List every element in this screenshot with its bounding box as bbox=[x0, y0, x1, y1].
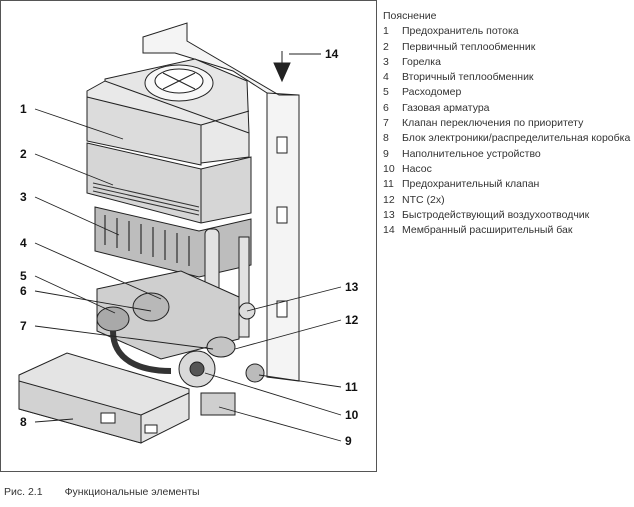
electronics-box-front bbox=[18, 380, 142, 444]
box-slot bbox=[100, 412, 116, 424]
callout-3: 3 bbox=[20, 190, 27, 204]
callout-10: 10 bbox=[345, 408, 359, 422]
pump-hub bbox=[189, 361, 205, 377]
legend-item-number: 3 bbox=[383, 55, 389, 68]
box-slot bbox=[144, 424, 158, 434]
legend-item-text: Насос bbox=[402, 162, 432, 175]
leader-lines bbox=[34, 53, 342, 442]
legend-item-text: Наполнительное устройство bbox=[402, 147, 541, 160]
safety-valve bbox=[245, 363, 265, 383]
figure-title: Функциональные элементы bbox=[64, 486, 200, 498]
callout-12: 12 bbox=[345, 313, 359, 327]
legend-item-text: Горелка bbox=[402, 55, 441, 68]
priority-valve bbox=[206, 336, 236, 358]
legend-item: 2 Первичный теплообменник bbox=[383, 40, 631, 55]
legend-item-number: 4 bbox=[383, 71, 389, 84]
legend-item-text: Предохранитель потока bbox=[402, 25, 519, 38]
legend-item-text: Мембранный расширительный бак bbox=[402, 224, 573, 237]
rear-frame bbox=[142, 22, 300, 382]
legend-item: 8 Блок электроники/распределительная коро… bbox=[383, 131, 631, 146]
legend-item: 3 Горелка bbox=[383, 55, 631, 70]
legend-item: 9 Наполнительное устройство bbox=[383, 147, 631, 162]
figure-number: Рис. 2.1 bbox=[4, 486, 43, 498]
legend-item-number: 14 bbox=[383, 224, 395, 237]
legend-item-text: Газовая арматура bbox=[402, 101, 490, 114]
legend-item-number: 10 bbox=[383, 162, 395, 175]
legend-item-number: 13 bbox=[383, 208, 395, 221]
legend-item: 13 Быстродействующий воздухоотводчик bbox=[383, 208, 631, 223]
legend-item-text: Первичный теплообменник bbox=[402, 40, 536, 53]
legend-item-number: 6 bbox=[383, 101, 389, 114]
legend-item-text: Быстродействующий воздухоотводчик bbox=[402, 208, 590, 221]
boiler-drawing bbox=[18, 22, 342, 444]
callout-1: 1 bbox=[20, 102, 27, 116]
legend-item: 14 Мембранный расширительный бак bbox=[383, 223, 631, 238]
exchanger-fins bbox=[92, 182, 200, 216]
legend: Пояснение 1 Предохранитель потока 2 Первичн… bbox=[383, 9, 631, 238]
legend-title: Пояснение bbox=[383, 10, 437, 22]
callout-8: 8 bbox=[20, 415, 27, 429]
secondary-heat-exchanger bbox=[96, 270, 240, 360]
legend-item: 4 Вторичный теплообменник bbox=[383, 70, 631, 85]
figure-caption: Рис. 2.1 Функциональные элементы bbox=[4, 486, 200, 498]
legend-item: 10 Насос bbox=[383, 162, 631, 177]
legend-item-text: Блок электроники/распределительная короб… bbox=[402, 132, 631, 145]
legend-item-number: 2 bbox=[383, 40, 389, 53]
diagram-frame: 1 2 3 4 5 6 7 8 9 10 11 12 13 14 bbox=[0, 0, 377, 472]
legend-item-text: Вторичный теплообменник bbox=[402, 71, 534, 84]
legend-item: 1 Предохранитель потока bbox=[383, 24, 631, 39]
legend-item: 5 Расходомер bbox=[383, 85, 631, 100]
legend-item-text: Клапан переключения по приоритету bbox=[402, 117, 584, 130]
callout-7: 7 bbox=[20, 319, 27, 333]
legend-item: 11 Предохранительный клапан bbox=[383, 177, 631, 192]
legend-item-number: 5 bbox=[383, 86, 389, 99]
frame-edge bbox=[266, 92, 300, 96]
pipe-right bbox=[238, 236, 250, 338]
callout-5: 5 bbox=[20, 269, 27, 283]
legend-items: 1 Предохранитель потока 2 Первичный теплооб… bbox=[383, 24, 631, 238]
callout-14: 14 bbox=[325, 47, 339, 61]
frame-slot bbox=[276, 206, 288, 224]
callout-2: 2 bbox=[20, 147, 27, 161]
legend-item-number: 11 bbox=[383, 178, 394, 191]
legend-item: 6 Газовая арматура bbox=[383, 101, 631, 116]
burner-ribs bbox=[104, 215, 190, 266]
callout-13: 13 bbox=[345, 280, 359, 294]
legend-item-text: NTC (2x) bbox=[402, 193, 445, 206]
legend-item: 12 NTC (2x) bbox=[383, 193, 631, 208]
legend-item-number: 7 bbox=[383, 117, 389, 130]
frame-slot bbox=[276, 300, 288, 318]
callout-9: 9 bbox=[345, 434, 352, 448]
legend-item-number: 8 bbox=[383, 132, 389, 145]
gas-valve bbox=[132, 292, 170, 322]
tank-arrow-head bbox=[273, 62, 291, 83]
fill-device bbox=[200, 392, 236, 416]
legend-item-number: 1 bbox=[383, 25, 389, 38]
legend-item-text: Расходомер bbox=[402, 86, 462, 99]
legend-item: 7 Клапан переключения по приоритету bbox=[383, 116, 631, 131]
frame-slot bbox=[276, 136, 288, 154]
flow-meter bbox=[96, 306, 130, 332]
callout-6: 6 bbox=[20, 284, 27, 298]
legend-item-number: 12 bbox=[383, 193, 395, 206]
legend-item-text: Предохранительный клапан bbox=[402, 178, 540, 191]
gas-pipe bbox=[110, 330, 172, 374]
callout-4: 4 bbox=[20, 236, 27, 250]
callout-11: 11 bbox=[345, 380, 358, 394]
legend-item-number: 9 bbox=[383, 147, 389, 160]
